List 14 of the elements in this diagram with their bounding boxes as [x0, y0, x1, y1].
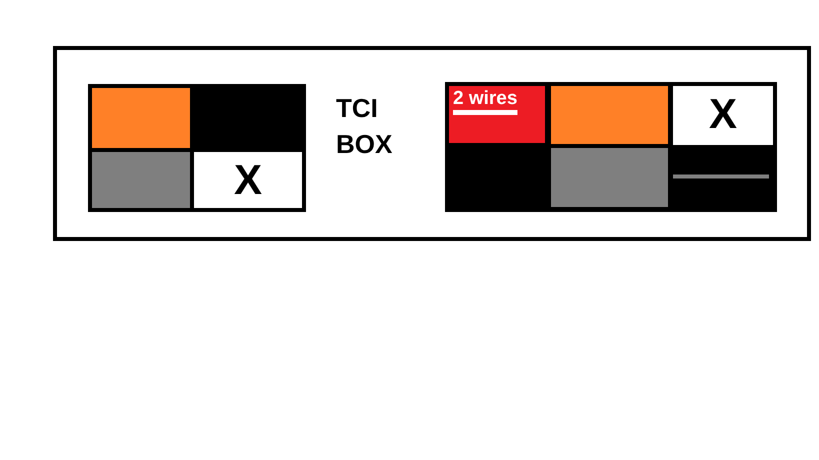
terminal-cell — [551, 86, 668, 144]
terminal-cell — [92, 88, 190, 148]
terminal-cell — [673, 86, 773, 145]
terminal-block — [88, 84, 306, 212]
box-title: TCI BOX — [336, 92, 394, 161]
terminal-cell — [449, 86, 545, 143]
terminal-cell — [92, 152, 190, 208]
terminal-box — [53, 46, 811, 241]
terminal-block — [445, 82, 777, 212]
cell-mark: X — [232, 155, 263, 205]
cell-mark: X — [708, 89, 738, 139]
wire-label: 2 wires — [453, 87, 518, 111]
terminal-cell — [551, 148, 668, 207]
terminal-cell — [194, 152, 302, 208]
